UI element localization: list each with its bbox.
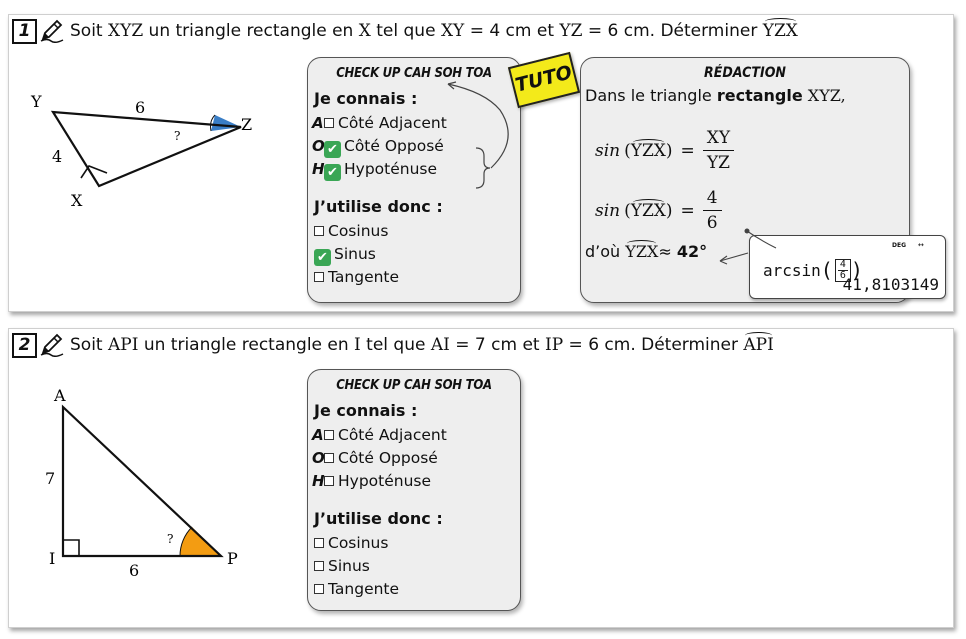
checkbox-icon: [314, 584, 324, 594]
triangle-figure-xyz: Y X Z 6 4 ?: [30, 92, 252, 210]
checkbox-icon: [324, 453, 334, 463]
check-title: CHECK UP CAH SOH TOA: [336, 378, 492, 393]
use-item-sinus[interactable]: ✔Sinus: [308, 243, 520, 266]
checkbox-icon: [314, 226, 324, 236]
side-ip-length: 6: [129, 561, 139, 580]
vertex-i-label: I: [49, 549, 55, 568]
side-ai-length: 7: [45, 469, 55, 488]
exercise-statement: Soit API un triangle rectangle en I tel …: [70, 332, 774, 355]
angle-question-mark: ?: [167, 532, 173, 546]
use-heading: J’utilise donc :: [314, 509, 443, 528]
pencil-icon: [40, 19, 64, 43]
triangle-xyz: [50, 110, 242, 188]
target-angle: API: [743, 332, 774, 355]
vertex-p-label: P: [227, 549, 238, 568]
calc-arrows-icon: ↔: [918, 241, 924, 249]
know-item-opposite[interactable]: O✔Côté Opposé: [312, 137, 444, 158]
triangle-api: [61, 404, 224, 558]
checkbox-icon: [314, 538, 324, 548]
checkbox-icon: [324, 118, 334, 128]
pencil-icon: [40, 333, 64, 357]
calc-result: 41,8103149: [842, 275, 939, 294]
exercise-number: 2: [12, 333, 37, 358]
exercise-number: 1: [12, 19, 37, 44]
use-item-cosinus[interactable]: Cosinus: [308, 532, 520, 555]
know-heading: Je connais :: [314, 89, 418, 108]
check-mark-icon: ✔: [314, 249, 331, 266]
use-item-tangente[interactable]: Tangente: [308, 266, 520, 289]
exercise-1-card: 1 Soit XYZ un triangle rectangle en X te…: [8, 14, 954, 312]
right-angle-mark: [63, 539, 80, 556]
angle-p-marker: [179, 527, 221, 556]
use-item-sinus[interactable]: Sinus: [308, 555, 520, 578]
use-item-tangente[interactable]: Tangente: [308, 578, 520, 601]
use-heading: J’utilise donc :: [314, 197, 443, 216]
triangle-figure-api: A I P 7 6 ?: [45, 386, 238, 580]
vertex-x-label: X: [71, 191, 83, 210]
check-title: CHECK UP CAH SOH TOA: [336, 66, 492, 81]
exercise-2-card: 2 Soit API un triangle rectangle en I te…: [8, 328, 954, 628]
know-heading: Je connais :: [314, 401, 418, 420]
redaction-intro: Dans le triangle rectangle XYZ,: [585, 86, 846, 105]
checkbox-icon: [324, 476, 334, 486]
angle-question-mark: ?: [174, 129, 180, 143]
know-item-hypotenuse[interactable]: H✔Hypoténuse: [312, 160, 438, 181]
vertex-a-label: A: [53, 386, 66, 405]
target-angle: YZX: [762, 18, 798, 41]
checkbox-icon: [314, 272, 324, 282]
use-item-cosinus[interactable]: Cosinus: [308, 220, 520, 243]
vertex-y-label: Y: [30, 92, 42, 111]
check-mark-icon: ✔: [324, 164, 341, 181]
right-angle-mark: [80, 165, 108, 179]
exercise-statement: Soit XYZ un triangle rectangle en X tel …: [70, 18, 798, 41]
tuto-badge[interactable]: TUTO: [507, 51, 581, 109]
side-yz-length: 6: [135, 98, 145, 117]
result-line: d’où YZX≈ 42°: [585, 240, 708, 261]
checkbox-icon: [314, 561, 324, 571]
side-xy-length: 4: [52, 147, 62, 166]
checkbox-icon: [324, 430, 334, 440]
calc-mode-indicator: DEG: [892, 242, 907, 249]
check-mark-icon: ✔: [324, 141, 341, 158]
redaction-title: RÉDACTION: [704, 65, 786, 81]
vertex-z-label: Z: [241, 115, 252, 134]
